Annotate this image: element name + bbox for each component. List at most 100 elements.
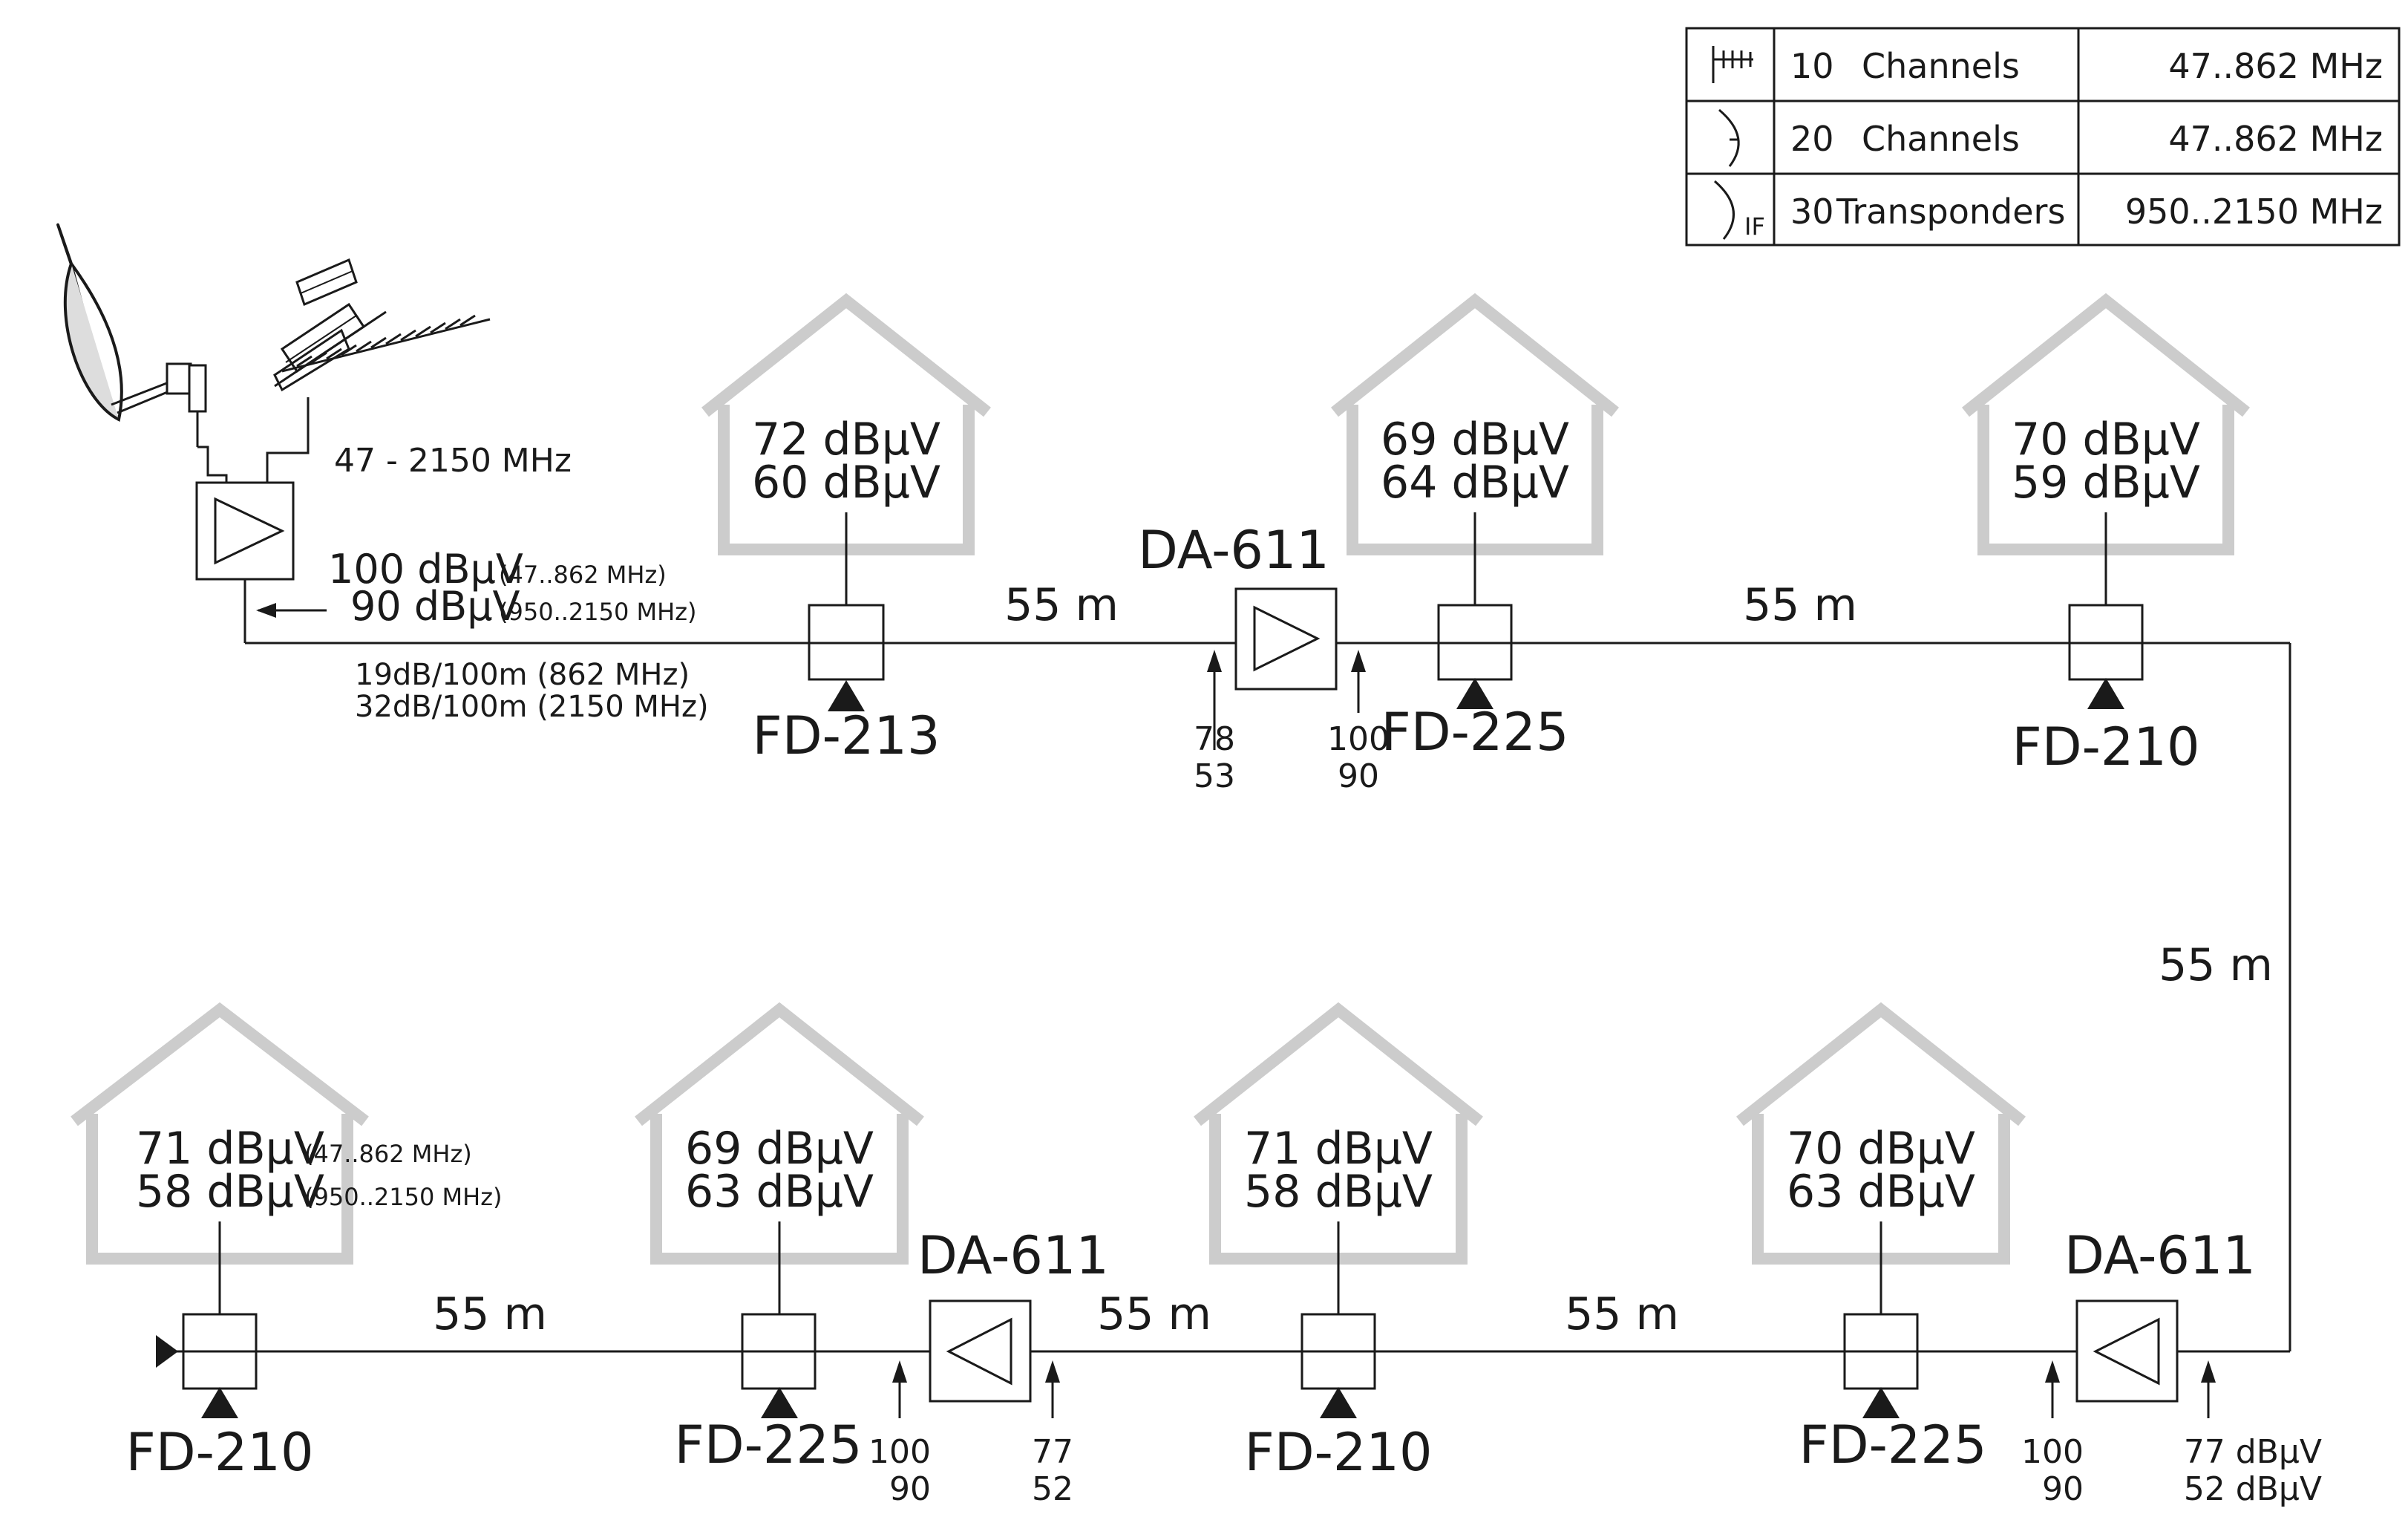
headend-band: 47 - 2150 MHz (334, 442, 572, 480)
legend-unit: Channels (1862, 46, 2020, 86)
tap-fd-210: FD-210 (125, 1313, 314, 1483)
satellite-dish-icon (56, 224, 228, 483)
amplifier-output-vhf: 100 (2021, 1433, 2084, 1471)
line-end-icon (156, 1335, 178, 1368)
segment-length: 55 m (2159, 939, 2273, 991)
arrow-icon (1045, 1360, 1060, 1383)
tap-output-icon (1862, 1387, 1900, 1418)
segment-length: 55 m (1743, 579, 1857, 631)
legend-count: 20 (1790, 119, 1834, 159)
legend-range: 47..862 MHz (2168, 46, 2383, 86)
if-label: IF (1744, 212, 1765, 241)
amplifier-triangle-icon (2093, 1317, 2160, 1386)
house-signal-if: 58 dBμV (136, 1166, 324, 1218)
segment-length: 55 m (1565, 1288, 1679, 1340)
tap-fd-210: FD-210 (1244, 1313, 1433, 1483)
tap-output-icon (201, 1387, 238, 1418)
terrestrial-antenna-icon (266, 258, 491, 483)
terrestrial-antenna-icon (1712, 46, 1753, 83)
amplifier-output-vhf: 100 (868, 1433, 931, 1471)
house-signal-if: 63 dBμV (1787, 1166, 1975, 1218)
segment-length: 55 m (1097, 1288, 1211, 1340)
satellite-if-icon: IF (1714, 180, 1765, 241)
legend-range: 950..2150 MHz (2125, 192, 2383, 232)
subscriber-house: 70 dBμV 63 dBμV (1736, 1002, 2026, 1314)
house-signal-if: 60 dBμV (752, 457, 940, 509)
house-signal-vhf: 69 dBμV (1381, 414, 1569, 466)
tap-output-icon (761, 1387, 798, 1418)
legend-count: 10 (1790, 46, 1834, 86)
cable-loss-2: 32dB/100m (2150 MHz) (355, 690, 709, 724)
house-signal-if: 58 dBμV (1244, 1166, 1433, 1218)
amplifier-model: DA-611 (1138, 520, 1329, 581)
tap-model: FD-225 (1799, 1415, 1986, 1475)
tap-fd-225: FD-225 (1381, 604, 1569, 763)
house-range-if: (950..2150 MHz) (304, 1183, 502, 1211)
amplifier-input-if: 52 (1032, 1470, 1073, 1508)
legend-range: 47..862 MHz (2168, 119, 2383, 159)
arrow-icon (2045, 1360, 2060, 1383)
amplifier-triangle-icon (214, 497, 285, 565)
amplifier-output-vhf: 100 (1327, 720, 1390, 758)
subscriber-house: 71 dBμV (47..862 MHz) 58 dBμV (950..2150… (71, 1002, 502, 1314)
tap-model: FD-210 (1244, 1422, 1432, 1483)
house-signal-if: 64 dBμV (1381, 457, 1569, 509)
house-range-vhf: (47..862 MHz) (304, 1140, 472, 1168)
amplifier-model: DA-611 (917, 1225, 1109, 1286)
house-signal-if: 59 dBμV (2012, 457, 2200, 509)
amplifier-da-611: DA-611 78 53 100 90 (1138, 520, 1390, 795)
subscriber-house: 72 dBμV 60 dBμV (701, 293, 991, 605)
house-signal-vhf: 70 dBμV (1787, 1123, 1975, 1175)
arrow-icon (2201, 1360, 2216, 1383)
tap-output-icon (1320, 1387, 1357, 1418)
tap-model: FD-210 (125, 1422, 313, 1483)
amplifier-da-611: DA-611 100 90 77 52 (868, 1225, 1109, 1508)
headend-if-range: (950..2150 MHz) (499, 598, 696, 626)
tap-fd-225: FD-225 (1799, 1313, 1987, 1475)
amplifier-triangle-icon (946, 1317, 1012, 1386)
tap-model: FD-213 (752, 705, 940, 766)
headend-vhf-range: (47..862 MHz) (499, 561, 667, 589)
legend-unit: Channels (1862, 119, 2020, 159)
amplifier-input-vhf: 77 dBμV (2184, 1433, 2322, 1471)
arrow-icon (1207, 650, 1222, 672)
subscriber-house: 71 dBμV 58 dBμV (1194, 1002, 1483, 1314)
arrow-icon (1351, 650, 1366, 672)
legend-count: 30 (1790, 192, 1834, 232)
arrow-icon (256, 603, 276, 618)
headend: 47 - 2150 MHz 100 dBμV (47..862 MHz) 90 … (56, 224, 709, 724)
arrow-icon (892, 1360, 907, 1383)
house-signal-vhf: 71 dBμV (136, 1123, 324, 1175)
amplifier-output-if: 90 (1338, 757, 1379, 795)
subscriber-house: 69 dBμV 63 dBμV (635, 1002, 924, 1314)
subscriber-house: 69 dBμV 64 dBμV (1331, 293, 1619, 605)
amplifier-output-if: 90 (2042, 1470, 2084, 1508)
house-signal-if: 63 dBμV (685, 1166, 874, 1218)
headend-amplifier (195, 481, 295, 581)
house-signal-vhf: 69 dBμV (685, 1123, 874, 1175)
headend-if-level: 90 dBμV (350, 583, 520, 630)
amplifier-input-vhf: 77 (1032, 1433, 1073, 1471)
tap-model: FD-210 (2012, 717, 2199, 777)
house-signal-vhf: 72 dBμV (752, 414, 940, 466)
segment-length: 55 m (433, 1288, 547, 1340)
tap-fd-210: FD-210 (2012, 604, 2200, 777)
legend-table: IF 10 Channels 47..862 MHz 20 Channels 4… (1685, 27, 2401, 247)
tap-model: FD-225 (1381, 702, 1568, 763)
cable-loss-1: 19dB/100m (862 MHz) (355, 658, 690, 692)
amplifier-da-611: DA-611 100 90 77 dBμV 52 dBμV (2021, 1225, 2322, 1508)
headend-vhf-level: 100 dBμV (328, 546, 523, 593)
tap-fd-225: FD-225 (674, 1313, 863, 1475)
amplifier-input-vhf: 78 (1194, 720, 1235, 758)
satellite-dish-icon (1718, 108, 1740, 167)
amplifier-input-if: 53 (1194, 757, 1235, 795)
tap-fd-213: FD-213 (752, 604, 940, 766)
tap-model: FD-225 (674, 1415, 862, 1475)
subscriber-house: 70 dBμV 59 dBμV (1962, 293, 2250, 605)
amplifier-input-if: 52 dBμV (2184, 1470, 2322, 1508)
trunk-cable (156, 642, 2291, 1368)
house-signal-vhf: 70 dBμV (2012, 414, 2200, 466)
tap-output-icon (828, 680, 865, 711)
